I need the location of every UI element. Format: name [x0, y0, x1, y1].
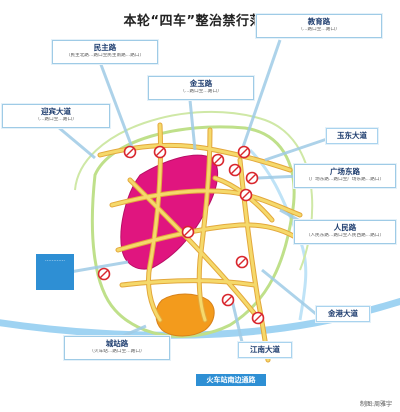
- bottom-box: 火车站南边通路: [196, 374, 266, 386]
- callout-renmin: 人民路 （人民东路…路口至人民西路…路口）: [294, 220, 396, 244]
- callout-chengzhan: 城站路 （火车站…路口至…路口）: [64, 336, 170, 360]
- callout-jinyu-name: 金玉路: [189, 79, 213, 88]
- callout-yudong: 玉东大道: [326, 128, 378, 144]
- callout-jinyu: 金玉路 （…路口至…路口）: [148, 76, 254, 100]
- callout-guangchang: 广场东路 （广场东路…路口至广场东路…路口）: [294, 164, 396, 188]
- no-entry-signs: [97, 145, 265, 325]
- side-note-text: …………: [45, 257, 65, 263]
- callout-jiaoyu-desc: （…路口至…路口）: [298, 27, 340, 32]
- callout-jingang: 金港大道: [316, 306, 370, 322]
- callout-chengzhan-name: 城站路: [105, 339, 129, 348]
- bottom-box-text: 火车站南边通路: [206, 376, 256, 384]
- no-entry-icon: [235, 255, 249, 269]
- callout-renmin-desc: （人民东路…路口至人民西路…路口）: [305, 233, 385, 238]
- ring-road-outer: [74, 110, 314, 271]
- no-entry-icon: [228, 163, 242, 177]
- callout-chengzhan-desc: （火车站…路口至…路口）: [89, 349, 145, 354]
- no-entry-icon: [97, 267, 111, 281]
- road-network: [97, 122, 303, 363]
- callout-jinyu-desc: （…路口至…路口）: [180, 89, 222, 94]
- callout-renmin-name: 人民路: [333, 223, 357, 232]
- callout-jiaoyu-name: 教育路: [307, 17, 331, 26]
- callout-minzhu-name: 民主路: [93, 43, 117, 52]
- no-entry-icon: [153, 145, 167, 159]
- callout-guangchang-name: 广场东路: [330, 167, 360, 176]
- no-entry-icon: [211, 153, 225, 167]
- callout-guangchang-desc: （广场东路…路口至广场东路…路口）: [305, 177, 385, 182]
- no-entry-icon: [123, 145, 137, 159]
- callout-jiaoyu: 教育路 （…路口至…路口）: [256, 14, 382, 38]
- no-entry-icon: [181, 225, 195, 239]
- credit: 制图:周雅宇: [359, 401, 392, 408]
- callout-jiangnan: 江南大道: [238, 342, 292, 358]
- callout-jingang-name: 金港大道: [328, 309, 358, 318]
- ring-road: [90, 125, 296, 338]
- no-entry-icon: [221, 293, 235, 307]
- callout-jiangnan-name: 江南大道: [250, 345, 280, 354]
- map-title: 本轮“四车”整治禁行范围: [123, 14, 277, 29]
- callout-yudong-name: 玉东大道: [337, 131, 367, 140]
- callout-yingbin-desc: （…路口至…路口）: [35, 117, 77, 122]
- no-entry-icon: [251, 311, 265, 325]
- side-note-box: …………: [36, 254, 74, 290]
- callout-minzhu-desc: （民主北路…路口至民主南路…路口）: [65, 53, 145, 58]
- no-entry-icon: [239, 188, 253, 202]
- no-entry-icon: [245, 171, 259, 185]
- callout-minzhu: 民主路 （民主北路…路口至民主南路…路口）: [52, 40, 158, 64]
- callout-yingbin-name: 迎宾大道: [41, 107, 71, 116]
- no-entry-icon: [237, 145, 251, 159]
- callout-yingbin: 迎宾大道 （…路口至…路口）: [2, 104, 110, 128]
